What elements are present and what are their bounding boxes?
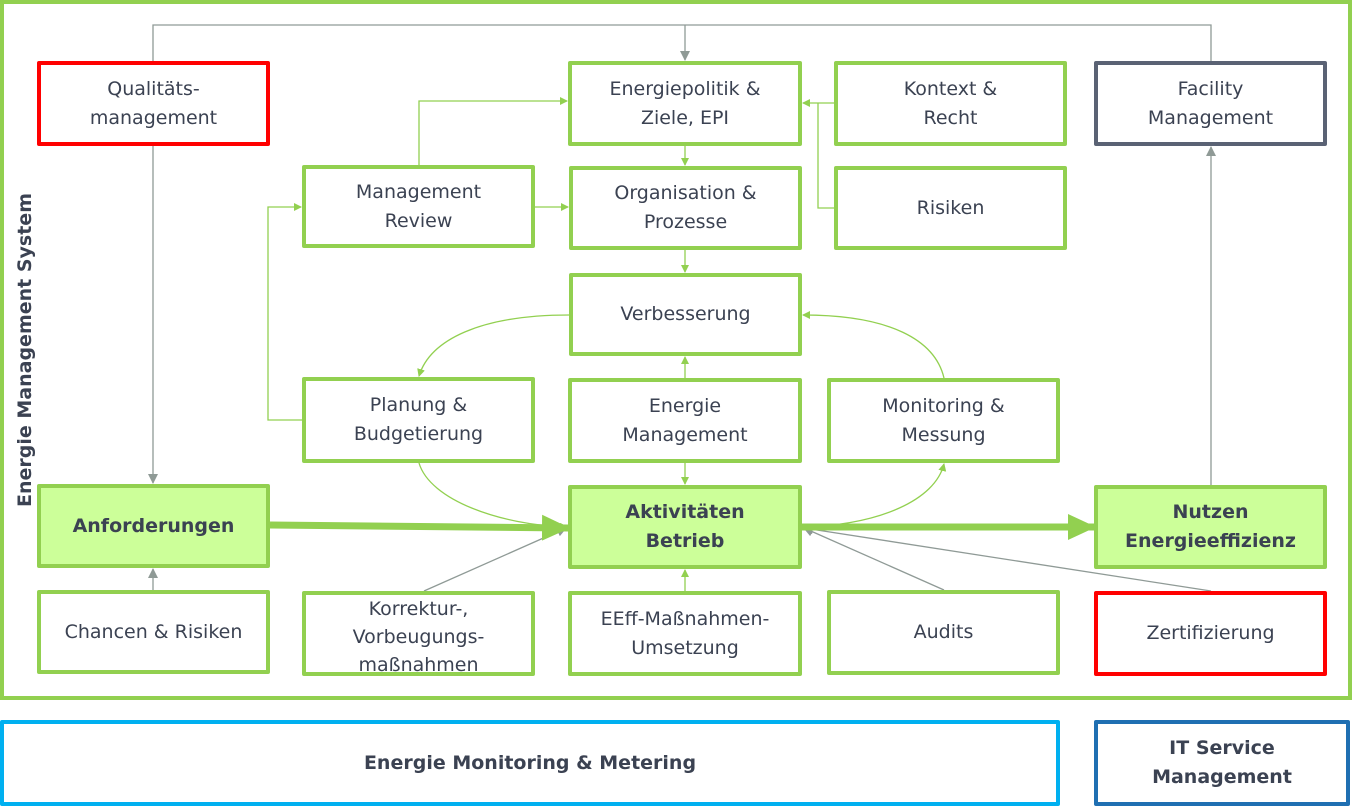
arrow-review-energiepolitik bbox=[418, 97, 568, 165]
arrow-risiken-energiepolitik bbox=[817, 103, 834, 209]
box-qualitaetsmanagement: Qualitäts- management bbox=[37, 61, 270, 146]
arrow-planung-review bbox=[267, 203, 302, 421]
box-energie-monitoring-metering: Energie Monitoring & Metering bbox=[0, 720, 1060, 806]
box-management-review: Management Review bbox=[302, 165, 535, 248]
box-nutzen: Nutzen Energieeffizienz bbox=[1094, 485, 1327, 569]
box-chancen-risiken: Chancen & Risiken bbox=[37, 590, 270, 674]
box-verbesserung: Verbesserung bbox=[569, 273, 802, 356]
box-aktivitaeten: Aktivitäten Betrieb bbox=[568, 485, 802, 569]
box-energiepolitik: Energiepolitik & Ziele, EPI bbox=[568, 61, 802, 146]
arrow-aktivitaeten-monitoring bbox=[801, 463, 947, 528]
arrow-monitoring-verbesserung bbox=[802, 311, 945, 379]
top-connector bbox=[152, 24, 1212, 61]
box-korrektur: Korrektur-, Vorbeugungs- maßnahmen bbox=[302, 591, 535, 676]
box-risiken: Risiken bbox=[834, 166, 1067, 250]
box-eeff: EEff-Maßnahmen- Umsetzung bbox=[568, 591, 802, 676]
box-anforderungen: Anforderungen bbox=[37, 484, 270, 568]
box-it-service-management: IT Service Management bbox=[1094, 720, 1350, 806]
box-energie-management: Energie Management bbox=[568, 378, 802, 463]
arrow-zertifizierung-aktivitaeten bbox=[803, 524, 1212, 592]
arrow-planung-aktivitaeten bbox=[418, 462, 568, 531]
box-facility-management: Facility Management bbox=[1094, 61, 1327, 146]
box-zertifizierung: Zertifizierung bbox=[1094, 591, 1327, 676]
ems-frame bbox=[0, 0, 1352, 700]
box-planung: Planung & Budgetierung bbox=[302, 377, 535, 463]
arrow-anforderungen-aktivitaeten bbox=[269, 514, 570, 541]
box-audits: Audits bbox=[827, 590, 1060, 675]
box-organisation: Organisation & Prozesse bbox=[569, 166, 802, 250]
arrow-verbesserung-planung bbox=[417, 314, 570, 377]
arrow-audits-aktivitaeten bbox=[803, 527, 945, 591]
box-kontext-recht: Kontext & Recht bbox=[834, 61, 1067, 146]
arrow-korrektur-aktivitaeten bbox=[423, 527, 567, 592]
box-monitoring: Monitoring & Messung bbox=[827, 378, 1060, 463]
